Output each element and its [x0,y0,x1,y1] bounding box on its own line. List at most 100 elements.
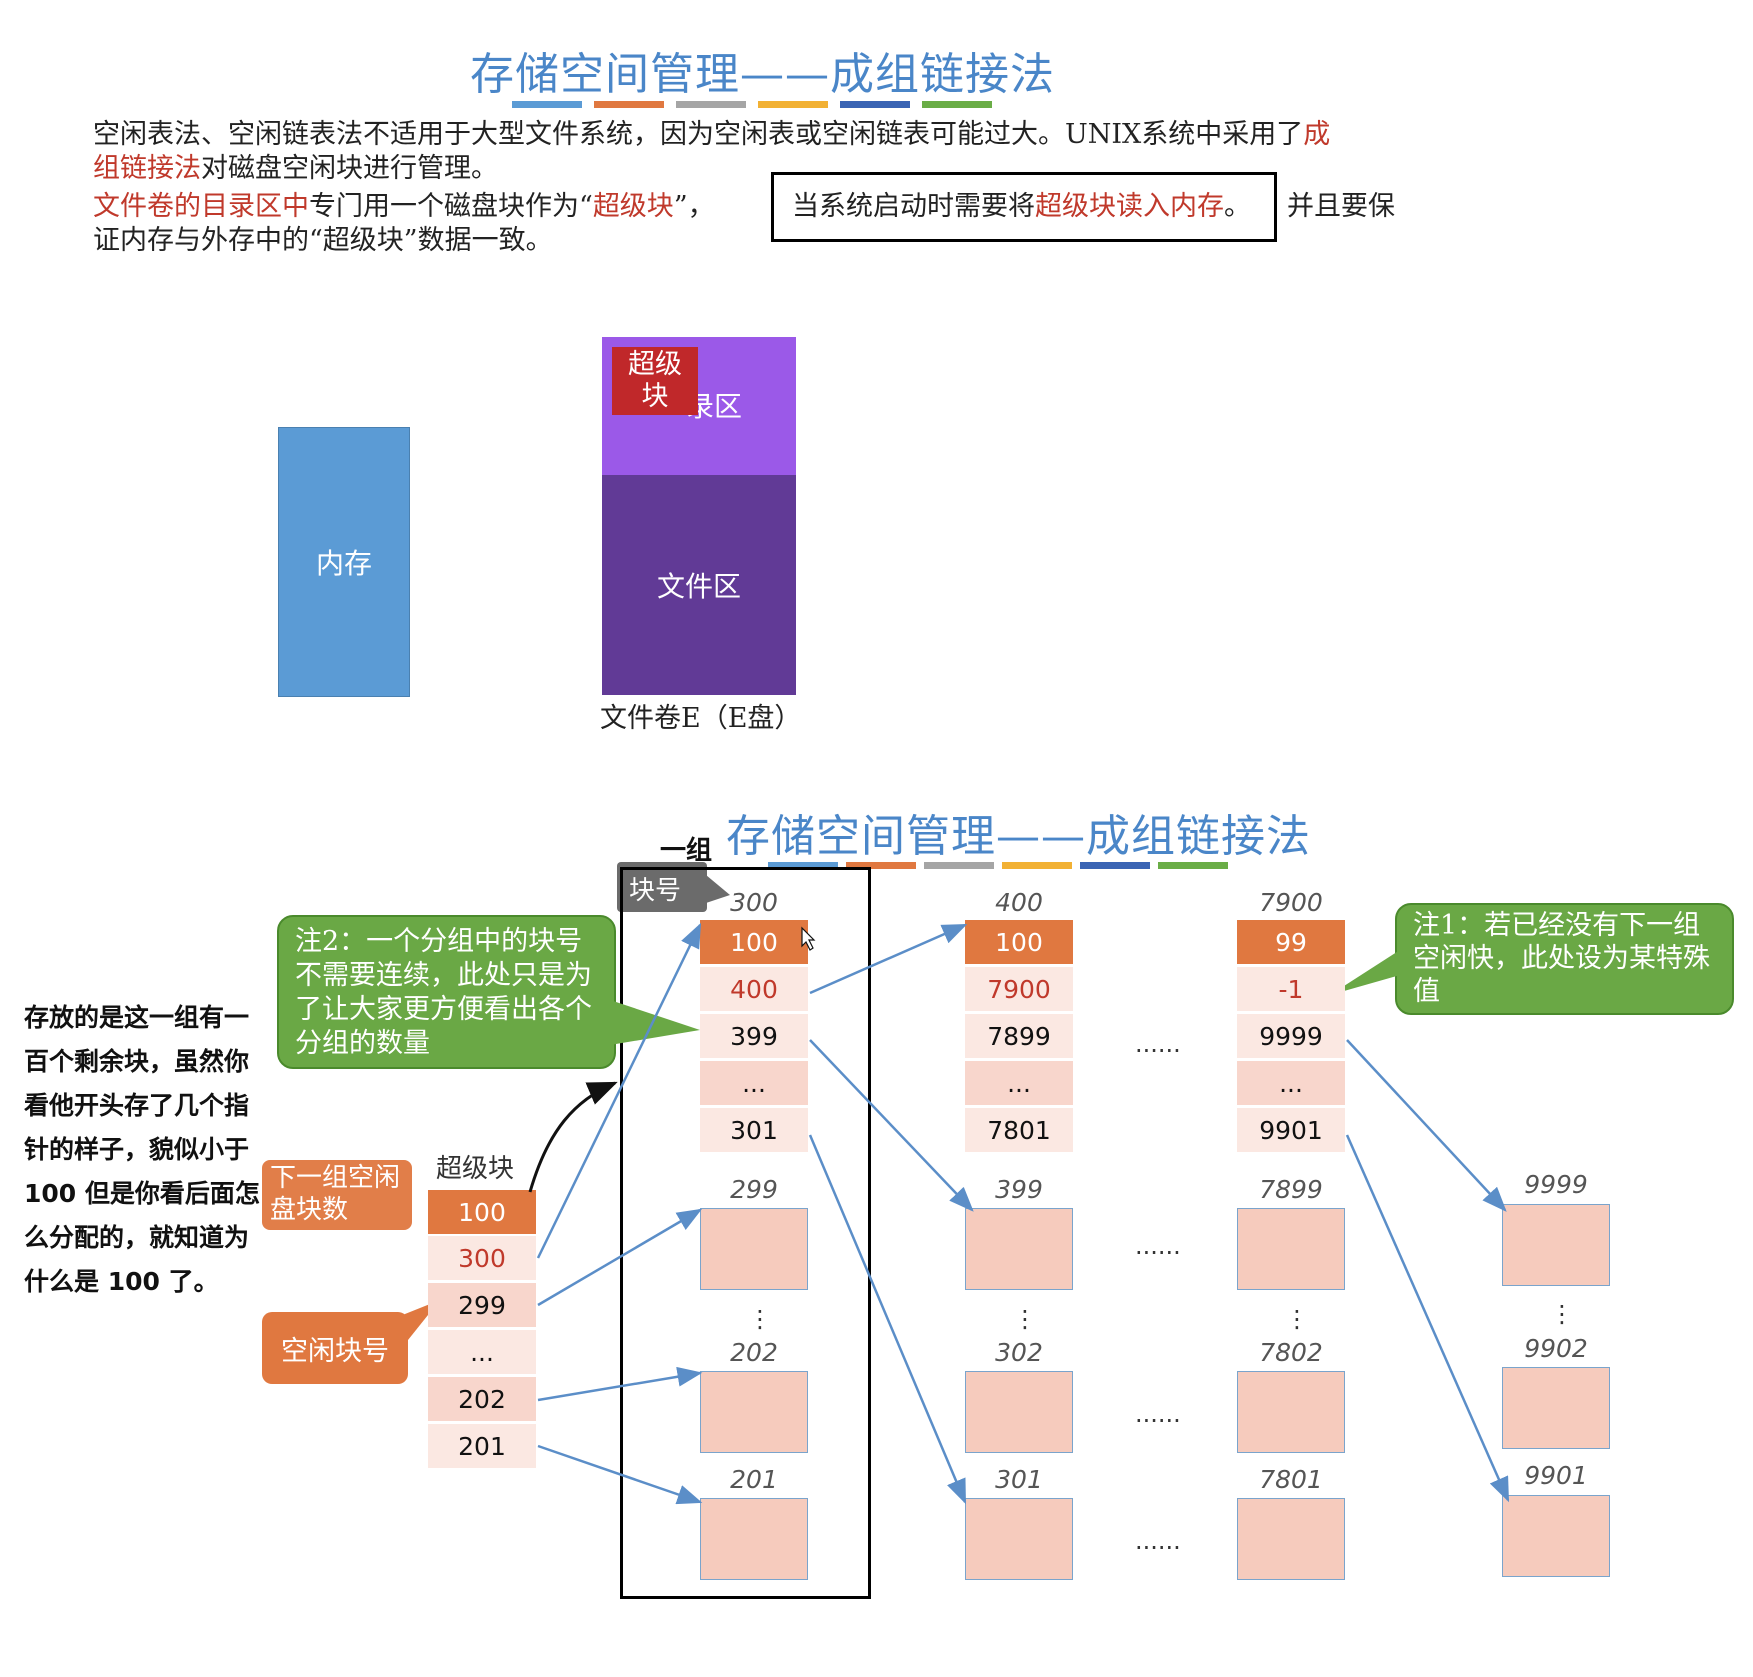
bar-darkblue [840,101,910,108]
p2-box-a: 当系统启动时需要将 [792,191,1035,222]
c4-box-0 [1502,1204,1610,1286]
g2-cell-1: 7900 [965,967,1073,1011]
c4-label-0: 9999 [1524,1170,1588,1199]
memory-block: 内存 [278,427,410,697]
bar2-gray [924,862,994,869]
c2-label-0: 399 [995,1175,1043,1204]
c4-box-1 [1502,1367,1610,1449]
paragraph-2: 文件卷的目录区中专门用一个磁盘块作为“超级块”， [93,190,1423,224]
paragraph-1: 空闲表法、空闲链表法不适用于大型文件系统，因为空闲表或空闲链表可能过大。UNIX… [93,118,1423,186]
g1-cell-4: 301 [700,1108,808,1152]
p1-red-1: 成 [1303,119,1331,150]
p2-boxed-text: 当系统启动时需要将超级块读入内存。 [792,190,1251,224]
c1-box-2 [700,1498,808,1580]
note2-text: 注2：一个分组中的块号不需要连续，此处只是为了让大家更方便看出各个分组的数量 [295,926,592,1059]
c2-label-2: 301 [995,1465,1043,1494]
side-line-3: 看他开头存了几个指 [24,1091,250,1120]
file-area: 文件区 [602,475,796,695]
bar-green [922,101,992,108]
c3-label-1: 7802 [1259,1338,1323,1367]
c1-vdots: ⋮ [748,1305,772,1333]
c2-vdots: ⋮ [1013,1305,1037,1333]
next-group-text: 下一组空闲盘块数 [270,1163,401,1225]
side-line-2: 百个剩余块，虽然你 [24,1047,250,1076]
g3-cell-3: ... [1237,1061,1345,1105]
c3-box-2 [1237,1498,1345,1580]
p2-box-b: 。 [1224,191,1251,222]
arrow-g1-301 [808,1134,967,1505]
arrow-sb-300 [536,922,702,1259]
c4-box-2 [1502,1495,1610,1577]
slide1-color-bar [512,101,992,108]
c3-box-0 [1237,1208,1345,1290]
g3-head: 7900 [1259,888,1323,917]
sb-cell-2: 299 [428,1283,536,1327]
sb-cell-4: 202 [428,1377,536,1421]
arrow-sb-202 [537,1366,703,1402]
group-label: 一组 [660,836,713,866]
memory-label: 内存 [315,547,372,580]
arrow-g3-9901 [1345,1134,1510,1503]
c4-label-2: 9901 [1524,1461,1588,1490]
arrow-g3-9999 [1346,1039,1507,1212]
c1-box-0 [700,1208,808,1290]
sb-cell-1: 300 [428,1236,536,1280]
note2-callout: 注2：一个分组中的块号不需要连续，此处只是为了让大家更方便看出各个分组的数量 [277,915,616,1069]
volume-label: 文件卷E（E盘） [600,703,802,734]
p2-text-c: 并且要保 [1287,191,1395,222]
slide1-title: 存储空间管理——成组链接法 [470,49,1055,100]
g3-cell-2: 9999 [1237,1014,1345,1058]
g1-cell-1: 400 [700,967,808,1011]
c3-label-0: 7899 [1259,1175,1323,1204]
g3-cell-4: 9901 [1237,1108,1345,1152]
sb-cell-3: ... [428,1330,536,1374]
bar-gray [676,101,746,108]
c1-label-2: 201 [730,1465,778,1494]
slide2-color-bar [768,862,1228,869]
block-no-callout: 块号 [617,862,707,912]
g2-cell-3: ... [965,1061,1073,1105]
c4-label-1: 9902 [1524,1334,1588,1363]
c3-label-2: 7801 [1259,1465,1323,1494]
superblock-small-label: 超级块 [628,349,682,412]
g2-cell-4: 7801 [965,1108,1073,1152]
ellipsis-row-2: ...... [1135,1400,1181,1428]
c2-box-1 [965,1371,1073,1453]
bar2-darkblue [1080,862,1150,869]
c3-vdots: ⋮ [1285,1305,1309,1333]
ellipsis-row-3: ...... [1135,1527,1181,1555]
bar-blue [512,101,582,108]
g1-cell-0: 100 [700,920,808,964]
sb-cell-5: 201 [428,1424,536,1468]
arrow-g1-400 [809,923,968,995]
c4-vdots: ⋮ [1550,1300,1574,1328]
side-line-1: 存放的是这一组有一 [24,1003,250,1032]
bar2-orange [846,862,916,869]
file-area-label: 文件区 [656,570,741,603]
g2-cell-2: 7899 [965,1014,1073,1058]
note1-text: 注1：若已经没有下一组空闲快，此处设为某特殊值 [1413,910,1710,1007]
ellipsis-row-1: ...... [1135,1232,1181,1260]
g3-cell-1: -1 [1237,967,1345,1011]
arrow-g1-399 [809,1039,974,1212]
arrow-sb-201 [537,1444,703,1505]
block-no-label: 块号 [629,876,682,906]
p1-text-b: 对磁盘空闲块进行管理。 [201,153,498,184]
arrow-sb-299 [537,1208,703,1307]
p1-red-2: 组链接法 [93,153,201,184]
g1-head: 300 [730,888,778,917]
highlight-box [771,172,1277,242]
slide2-title: 存储空间管理——成组链接法 [726,811,1311,862]
p2-red-1: 文件卷的目录区中 [93,191,309,222]
bar-orange [594,101,664,108]
p2-red-2: 超级块 [592,191,674,222]
p2-text-b: ”， [673,191,715,222]
bar2-blue [768,862,838,869]
group-frame [620,867,871,1599]
side-line-4: 针的样子，貌似小于 [24,1135,250,1164]
p1-text-a: 空闲表法、空闲链表法不适用于大型文件系统，因为空闲表或空闲链表可能过大。UNIX… [93,119,1304,150]
g1-cell-2: 399 [700,1014,808,1058]
